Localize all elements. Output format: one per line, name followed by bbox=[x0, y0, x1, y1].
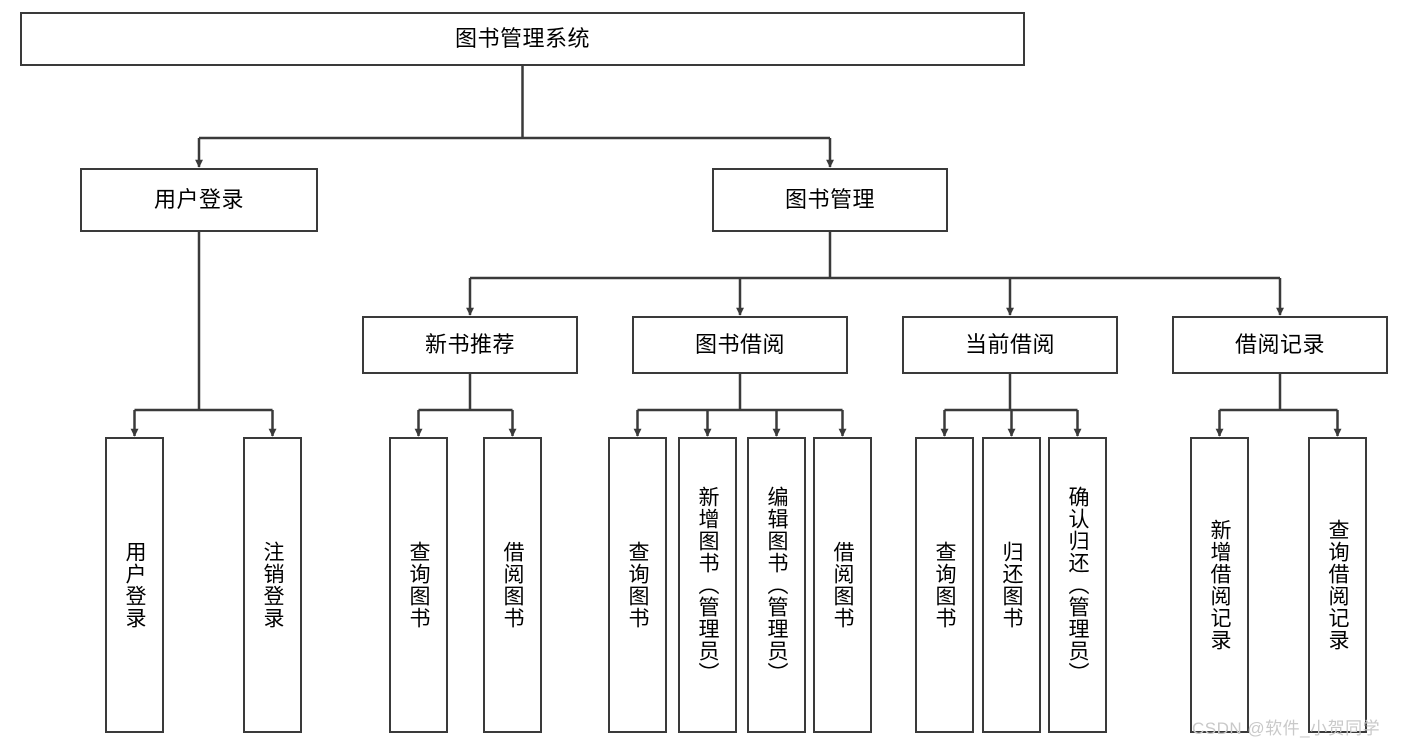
node-root[interactable]: 图书管理系统 bbox=[20, 12, 1025, 66]
node-borrow-record[interactable]: 借阅记录 bbox=[1172, 316, 1388, 374]
node-label: 借阅图书 bbox=[831, 541, 854, 629]
node-leaf-edit-book[interactable]: 编辑图书（管理员） bbox=[747, 437, 806, 733]
node-label: 查询借阅记录 bbox=[1326, 519, 1349, 651]
node-leaf-query-book-1[interactable]: 查询图书 bbox=[389, 437, 448, 733]
node-leaf-add-book[interactable]: 新增图书（管理员） bbox=[678, 437, 737, 733]
node-label: 新书推荐 bbox=[424, 332, 515, 358]
node-label: 查询图书 bbox=[933, 541, 956, 629]
node-label: 当前借阅 bbox=[964, 332, 1055, 358]
node-label: 借阅图书 bbox=[501, 541, 524, 629]
node-label: 新增图书（管理员） bbox=[696, 486, 719, 684]
node-label: 用户登录 bbox=[123, 541, 146, 629]
node-leaf-return-book[interactable]: 归还图书 bbox=[982, 437, 1041, 733]
node-label: 确认归还（管理员） bbox=[1066, 486, 1089, 684]
node-label: 图书管理系统 bbox=[454, 26, 590, 52]
node-label: 新增借阅记录 bbox=[1208, 519, 1231, 651]
node-label: 归还图书 bbox=[1000, 541, 1023, 629]
node-label: 注销登录 bbox=[261, 541, 284, 629]
node-leaf-confirm-return[interactable]: 确认归还（管理员） bbox=[1048, 437, 1107, 733]
node-book-manage[interactable]: 图书管理 bbox=[712, 168, 948, 232]
node-user-login[interactable]: 用户登录 bbox=[80, 168, 318, 232]
node-leaf-borrow-book-1[interactable]: 借阅图书 bbox=[483, 437, 542, 733]
node-book-borrow[interactable]: 图书借阅 bbox=[632, 316, 848, 374]
node-label: 图书借阅 bbox=[694, 332, 785, 358]
node-leaf-borrow-book-2[interactable]: 借阅图书 bbox=[813, 437, 872, 733]
node-label: 查询图书 bbox=[407, 541, 430, 629]
node-leaf-query-book-2[interactable]: 查询图书 bbox=[608, 437, 667, 733]
node-leaf-query-record[interactable]: 查询借阅记录 bbox=[1308, 437, 1367, 733]
node-leaf-user-login[interactable]: 用户登录 bbox=[105, 437, 164, 733]
node-label: 用户登录 bbox=[153, 187, 244, 213]
node-leaf-logout[interactable]: 注销登录 bbox=[243, 437, 302, 733]
node-label: 编辑图书（管理员） bbox=[765, 486, 788, 684]
node-leaf-query-book-3[interactable]: 查询图书 bbox=[915, 437, 974, 733]
node-new-book-rec[interactable]: 新书推荐 bbox=[362, 316, 578, 374]
node-leaf-add-record[interactable]: 新增借阅记录 bbox=[1190, 437, 1249, 733]
node-label: 查询图书 bbox=[626, 541, 649, 629]
node-label: 借阅记录 bbox=[1234, 332, 1325, 358]
node-current-borrow[interactable]: 当前借阅 bbox=[902, 316, 1118, 374]
node-label: 图书管理 bbox=[784, 187, 875, 213]
